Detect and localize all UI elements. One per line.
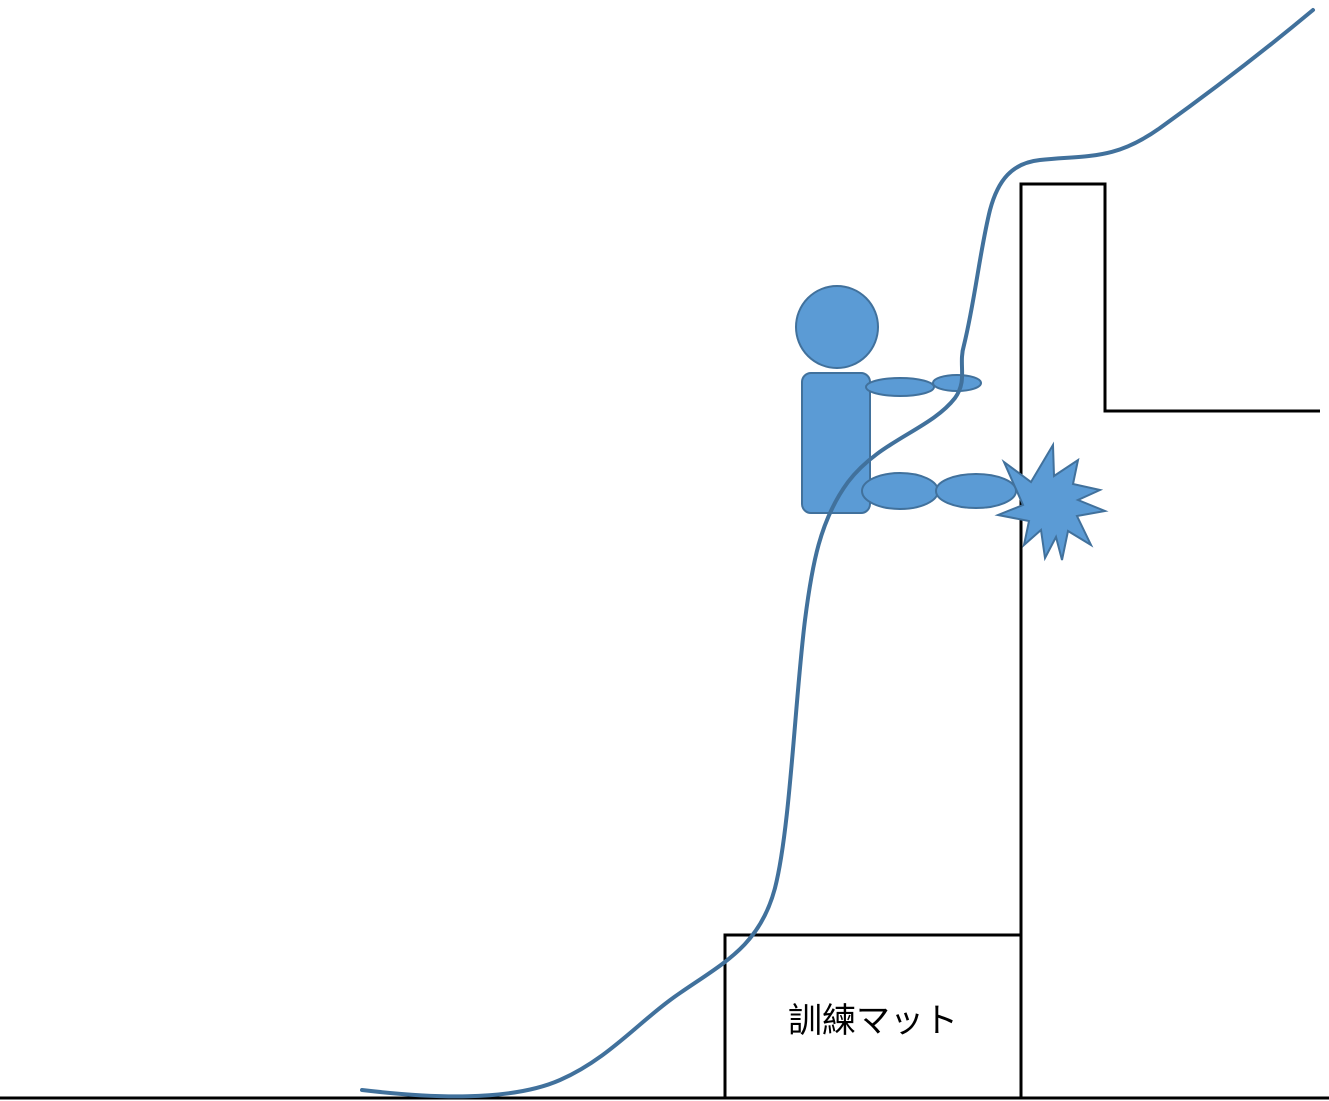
mat-label: 訓練マット [788,1002,958,1040]
figure-hand [932,374,982,392]
rope [360,8,1315,1099]
wall-outline [1019,182,1320,1098]
impact-burst-icon [994,441,1109,562]
figure-body [801,372,871,514]
figure-upper-arm [865,377,935,397]
person-figure-icon [795,285,1017,514]
figure-head [795,285,879,369]
figure-thigh [861,472,939,510]
figure-shin [935,473,1017,509]
training-mat [723,933,1021,1098]
